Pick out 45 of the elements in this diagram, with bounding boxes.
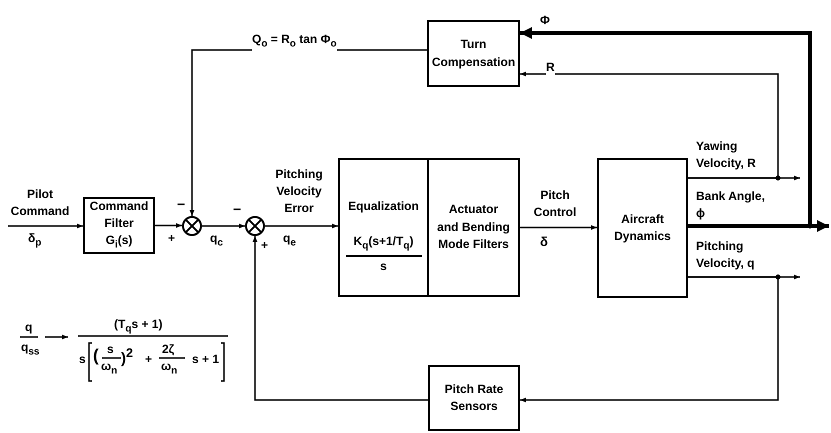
block-label: Actuator and Bending Mode Filters bbox=[436, 201, 511, 254]
signal-arrow bbox=[155, 223, 182, 228]
formula-text: ω$_{n}$ bbox=[161, 359, 178, 378]
block-box bbox=[428, 365, 520, 431]
block-box bbox=[427, 158, 520, 297]
sign-label: − bbox=[177, 196, 186, 213]
formula-text: 2ζ bbox=[162, 342, 174, 356]
transfer-denominator: s bbox=[380, 258, 387, 276]
sign-label: + bbox=[168, 231, 176, 246]
sign-label: − bbox=[233, 201, 242, 218]
signal-arrow bbox=[520, 27, 812, 228]
block-label: Aircraft Dynamics bbox=[613, 210, 672, 245]
summing-junction bbox=[245, 216, 265, 236]
block-box bbox=[427, 20, 520, 87]
signal-arrow bbox=[520, 72, 779, 179]
signal-arrow bbox=[265, 224, 338, 228]
signal-arrow bbox=[8, 224, 83, 228]
formula-text: q$_{ss}$ bbox=[21, 340, 40, 358]
signal-symbol: q$_{c}$ bbox=[210, 231, 223, 250]
block-box bbox=[83, 197, 155, 254]
signal-symbol: δ bbox=[540, 234, 548, 250]
formula-text: ω$_{n}$ bbox=[101, 359, 118, 378]
block-box bbox=[597, 158, 688, 298]
summing-junction bbox=[182, 216, 202, 236]
formula-text: + bbox=[145, 352, 152, 366]
transfer-numerator: K$_{q}$(s+1/T$_{q}$) bbox=[352, 233, 414, 254]
signal-arrow bbox=[202, 224, 245, 228]
block-label: Turn Compensation bbox=[430, 36, 516, 70]
formula-text: q bbox=[25, 320, 32, 334]
block-title: Equalization bbox=[348, 198, 419, 215]
block-label: Command Filter G$_{i}$(s) bbox=[88, 198, 150, 253]
formula-text: s + 1 bbox=[192, 352, 220, 366]
signal-symbol: q$_{e}$ bbox=[283, 231, 296, 250]
formula-text: ( bbox=[93, 346, 99, 366]
signal-arrow bbox=[520, 276, 779, 402]
formula-text: )$^{2}$ bbox=[121, 346, 133, 368]
block-label: Pitch Rate Sensors bbox=[444, 380, 504, 415]
signal-arrow bbox=[252, 236, 428, 401]
signal-symbol: δ$_{p}$ bbox=[28, 231, 42, 250]
formula-text: s bbox=[79, 352, 86, 366]
formula-text: (T$_{q}$s + 1) bbox=[114, 317, 162, 336]
formula-text: s bbox=[107, 342, 114, 356]
block-box bbox=[338, 158, 429, 297]
signal-arrow bbox=[520, 225, 597, 230]
sign-label: + bbox=[261, 238, 268, 252]
